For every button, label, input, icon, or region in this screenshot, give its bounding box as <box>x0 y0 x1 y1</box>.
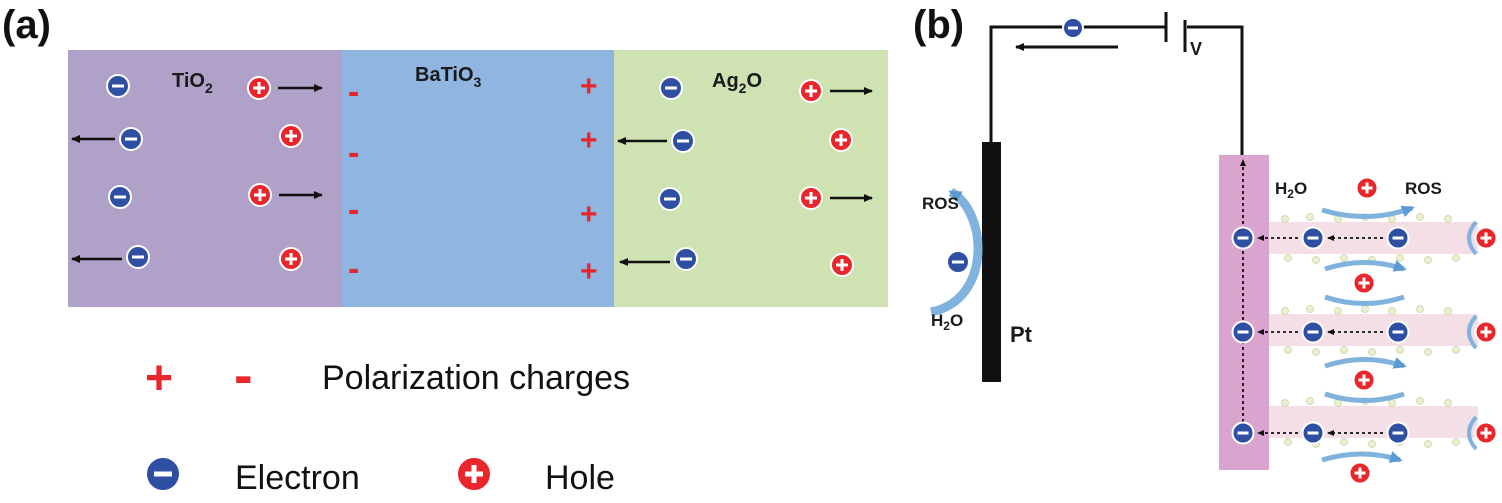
pt-label: Pt <box>1010 322 1033 347</box>
nanorod <box>1268 314 1478 346</box>
hole-icon <box>1474 320 1498 344</box>
hole-icon <box>1355 176 1379 200</box>
legend-electron-icon <box>145 456 181 492</box>
electron-icon <box>1386 320 1410 344</box>
polarization-minus: - <box>348 191 359 229</box>
electron-icon <box>106 74 130 98</box>
water-label: H2O <box>931 311 963 333</box>
ag2o-label: Ag2O <box>712 70 762 96</box>
polarization-plus: + <box>580 255 598 288</box>
pt-electrode <box>982 142 1001 382</box>
polarization-minus: - <box>348 134 359 172</box>
polarization-minus: - <box>348 250 359 288</box>
reaction-arc <box>1321 451 1403 463</box>
electron-icon <box>1301 320 1325 344</box>
tio2-label: TiO2 <box>172 70 213 96</box>
reaction-arc <box>1324 260 1407 272</box>
hole-icon <box>248 183 272 207</box>
polarization-plus: + <box>580 70 598 103</box>
hole-icon <box>1474 226 1498 250</box>
electron-icon <box>108 185 132 209</box>
reaction-arc <box>1324 391 1405 403</box>
electron-icon <box>671 129 695 153</box>
ros-label: ROS <box>922 194 959 213</box>
circuit-wire <box>989 25 1244 155</box>
hole-icon <box>1352 271 1376 295</box>
hole-icon <box>1352 368 1376 392</box>
electron-icon <box>119 127 143 151</box>
legend-plus-sign: + <box>145 352 173 405</box>
hole-icon <box>799 79 823 103</box>
nanorod <box>1268 222 1478 254</box>
reaction-arc <box>1467 415 1478 451</box>
panel-a-label: (a) <box>2 3 51 47</box>
hole-icon <box>1348 461 1372 485</box>
hole-icon <box>279 124 303 148</box>
electron-icon <box>946 250 970 274</box>
reaction-arc <box>1324 294 1405 306</box>
reaction-arc <box>1321 205 1415 219</box>
reaction-arc <box>1467 314 1478 350</box>
legend-minus-sign: - <box>234 343 253 406</box>
polarization-plus: + <box>580 124 598 157</box>
hole-icon <box>830 253 854 277</box>
electron-icon <box>658 187 682 211</box>
electron-icon <box>126 245 150 269</box>
electron-icon <box>1386 226 1410 250</box>
electron-icon <box>1231 320 1255 344</box>
hole-icon <box>247 76 271 100</box>
electron-icon <box>1301 226 1325 250</box>
hole-icon <box>799 186 823 210</box>
legend-polarization-charges: Polarization charges <box>322 359 630 397</box>
batio3-layer <box>342 50 614 307</box>
voltage-label: V <box>1190 39 1202 59</box>
electron-icon <box>659 76 683 100</box>
reaction-arc <box>929 188 983 317</box>
polarization-minus: - <box>348 73 359 111</box>
hole-icon <box>279 247 303 271</box>
batio3-label: BaTiO3 <box>415 64 482 90</box>
hole-icon <box>1474 421 1498 445</box>
legend-hole-icon <box>456 456 492 492</box>
hole-icon <box>829 128 853 152</box>
electron-icon <box>1386 421 1410 445</box>
electron-icon <box>1301 421 1325 445</box>
panel-b-label: (b) <box>913 3 964 47</box>
electron-icon <box>1062 17 1084 39</box>
reaction-arc <box>1467 220 1478 256</box>
photoanode-substrate <box>1219 155 1269 470</box>
ros-label: ROS <box>1405 179 1442 198</box>
nanorod <box>1268 406 1478 438</box>
legend-hole: Hole <box>545 459 615 497</box>
electron-icon <box>1231 226 1255 250</box>
water-label: H2O <box>1275 179 1307 201</box>
legend-electron: Electron <box>235 459 360 497</box>
reaction-arc <box>1324 357 1407 369</box>
electron-icon <box>1231 421 1255 445</box>
electron-icon <box>674 247 698 271</box>
polarization-plus: + <box>580 198 598 231</box>
